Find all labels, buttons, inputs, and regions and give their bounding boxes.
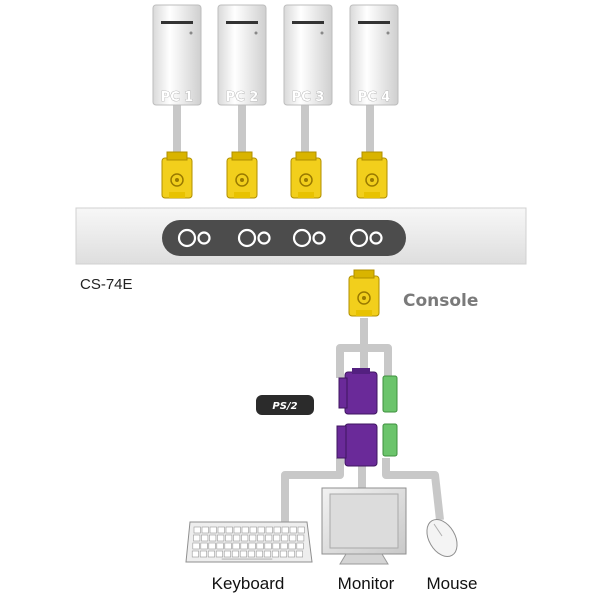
keyboard-label: Keyboard: [212, 574, 285, 593]
keyboard-key: [263, 550, 272, 558]
keyboard-key: [296, 542, 304, 550]
keyboard-key: [249, 526, 257, 534]
keyboard-key: [233, 526, 241, 534]
keyboard-key: [248, 542, 256, 550]
pc-4-tower: PC 4: [349, 4, 399, 106]
monitor-label: Monitor: [338, 574, 395, 593]
keyboard-key: [271, 550, 280, 558]
pc-1-label: PC 1: [161, 90, 194, 105]
pc-2-tower: PC 2: [217, 4, 267, 106]
keyboard-key: [280, 542, 288, 550]
keyboard-key: [215, 550, 223, 558]
keyboard-key: [224, 542, 232, 550]
keyboard-key: [225, 526, 233, 534]
keyboard-key: [217, 526, 225, 534]
keyboard-key: [279, 550, 288, 558]
keyboard-key: [208, 542, 216, 550]
keyboard-key: [287, 550, 296, 558]
pc-3-vga-connector: [290, 151, 322, 199]
keyboard-key: [249, 534, 257, 542]
mouse-label: Mouse: [426, 574, 477, 593]
keyboard-key: [265, 534, 273, 542]
mouse-icon: [426, 519, 458, 557]
keyboard-key: [297, 526, 305, 534]
keyboard-key: [192, 542, 200, 550]
keyboard-key: [193, 526, 201, 534]
ps2-badge: PS/2: [256, 395, 314, 415]
keyboard-key: [233, 534, 241, 542]
kvm-switch: [75, 207, 527, 265]
keyboard-key: [273, 534, 281, 542]
keyboard-key: [191, 550, 199, 558]
keyboard-key: [225, 534, 233, 542]
ps2-label: PS/2: [272, 401, 297, 412]
keyboard-key: [255, 550, 264, 558]
keyboard-key: [193, 534, 201, 542]
keyboard-key: [295, 550, 304, 558]
keyboard-key: [297, 534, 305, 542]
pc-1-vga-connector: [161, 151, 193, 199]
pc-3-tower: PC 3: [283, 4, 333, 106]
keyboard-key: [288, 542, 296, 550]
ps2-connectors-lower: [336, 423, 398, 467]
keyboard-key: [247, 550, 255, 558]
keyboard-key: [209, 526, 217, 534]
keyboard-key: [201, 526, 209, 534]
keyboard-key: [239, 550, 247, 558]
keyboard-key: [289, 526, 297, 534]
console-cables: [281, 318, 444, 525]
keyboard-key: [201, 534, 209, 542]
keyboard-icon: [185, 521, 313, 563]
keyboard-key: [281, 534, 289, 542]
keyboard-key: [272, 542, 280, 550]
pc-1-tower: PC 1: [152, 4, 202, 106]
switch-port-panel: [162, 220, 406, 256]
keyboard-key: [273, 526, 281, 534]
keyboard-key: [209, 534, 217, 542]
keyboard-key: [264, 542, 272, 550]
keyboard-key: [257, 534, 265, 542]
keyboard-key: [265, 526, 273, 534]
keyboard-key: [216, 542, 224, 550]
keyboard-key: [199, 550, 207, 558]
switch-model-label: CS-74E: [80, 276, 133, 293]
pc-4-label: PC 4: [358, 90, 391, 105]
keyboard-key: [281, 526, 289, 534]
keyboard-key: [241, 526, 249, 534]
keyboard-key: [217, 534, 225, 542]
keyboard-key: [256, 542, 264, 550]
console-vga-connector: [348, 269, 380, 317]
ps2-connectors-upper: [338, 368, 398, 415]
pc-2-label: PC 2: [226, 90, 259, 105]
pc-4-vga-connector: [356, 151, 388, 199]
monitor-icon: [321, 487, 407, 565]
pc-3-label: PC 3: [292, 90, 325, 105]
keyboard-key: [289, 534, 297, 542]
keyboard-key: [223, 550, 231, 558]
console-label: Console: [403, 291, 478, 311]
keyboard-key: [257, 526, 265, 534]
pc-2-vga-connector: [226, 151, 258, 199]
keyboard-key: [241, 534, 249, 542]
keyboard-key: [207, 550, 215, 558]
keyboard-key: [240, 542, 248, 550]
pc-cables: [173, 100, 374, 160]
keyboard-key: [232, 542, 240, 550]
keyboard-key: [231, 550, 239, 558]
keyboard-key: [200, 542, 208, 550]
